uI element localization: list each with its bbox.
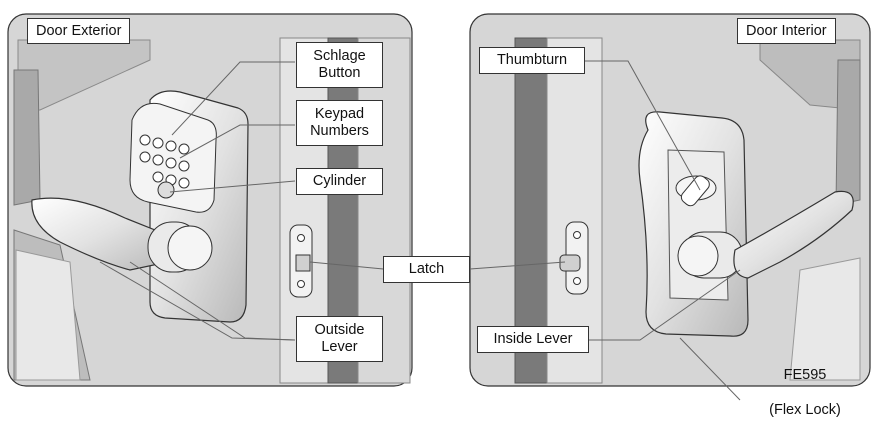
- latch-callout: Latch: [383, 256, 470, 283]
- leader-lines: [99, 60, 741, 401]
- model-variant: (Flex Lock): [769, 402, 841, 419]
- schlage-button-callout: Schlage Button: [296, 42, 383, 88]
- model-label: FE595 (Flex Lock): [748, 350, 862, 437]
- keypad-numbers-callout: Keypad Numbers: [296, 100, 383, 146]
- door-interior-label: Door Interior: [737, 18, 836, 44]
- cylinder-callout: Cylinder: [296, 168, 383, 195]
- thumbturn-callout: Thumbturn: [479, 47, 585, 74]
- inside-lever-callout: Inside Lever: [477, 326, 589, 353]
- outside-lever-callout: Outside Lever: [296, 316, 383, 362]
- interior-panel: [469, 13, 871, 387]
- lock-diagram: [7, 13, 871, 401]
- model-name: FE595: [783, 367, 827, 384]
- door-exterior-label: Door Exterior: [27, 18, 131, 44]
